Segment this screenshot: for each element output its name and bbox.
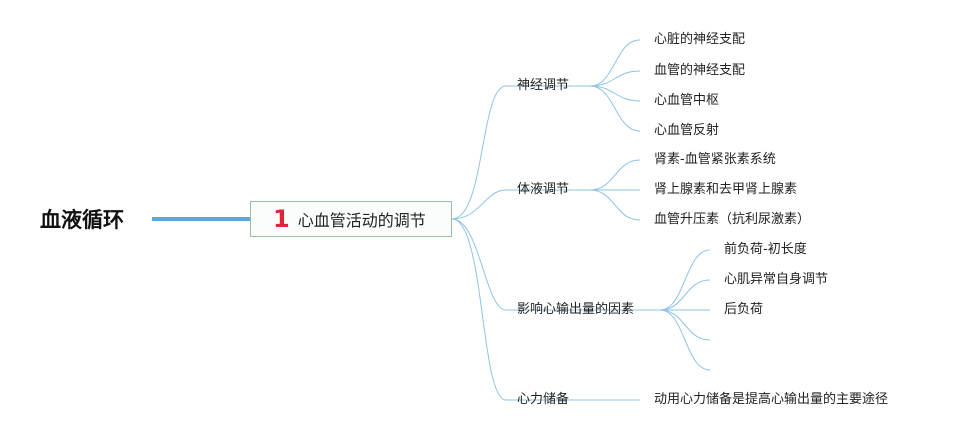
humoral-child-1[interactable]: 肾素-血管紧张素系统 [654, 152, 776, 167]
output-child-2[interactable]: 心肌异常自身调节 [724, 272, 829, 287]
neural-child-1[interactable]: 心脏的神经支配 [654, 32, 746, 47]
connector-hub-neural [451, 85, 507, 220]
hub-number: 1 [273, 205, 290, 233]
humoral-child-3[interactable]: 血管升压素（抗利尿激素） [654, 212, 811, 227]
neural-child-4[interactable]: 心血管反射 [654, 123, 720, 138]
connector-humoral-1 [589, 159, 641, 191]
neural-child-3[interactable]: 心血管中枢 [654, 93, 720, 108]
branch-neural[interactable]: 神经调节 [517, 78, 570, 93]
branch-output[interactable]: 影响心输出量的因素 [517, 302, 635, 317]
neural-child-2[interactable]: 血管的神经支配 [654, 63, 746, 78]
connector-neural-2 [589, 70, 641, 87]
connector-neural-1 [589, 39, 641, 87]
output-child-3[interactable]: 后负荷 [724, 302, 764, 317]
connector-hub-humoral [451, 189, 507, 220]
connector-output-1 [659, 249, 711, 311]
hub-label: 心血管活动的调节 [297, 211, 426, 230]
branch-humoral[interactable]: 体液调节 [517, 182, 570, 197]
hub-topic[interactable]: 1 心血管活动的调节 [250, 201, 452, 237]
humoral-child-2[interactable]: 肾上腺素和去甲肾上腺素 [654, 182, 798, 197]
branch-reserve[interactable]: 心力储备 [517, 392, 570, 407]
reserve-child-1[interactable]: 动用心力储备是提高心输出量的主要途径 [654, 392, 889, 407]
connector-neural-4 [589, 85, 641, 132]
connector-hub-reserve [451, 218, 507, 401]
output-child-1[interactable]: 前负荷-初长度 [724, 242, 807, 257]
connector-output-2 [659, 279, 711, 311]
connector-output-5 [659, 309, 711, 371]
connector-output-4 [659, 309, 711, 341]
root-topic[interactable]: 血液循环 [40, 208, 124, 232]
connector-neural-3 [589, 85, 641, 102]
connector-hub-output [451, 218, 507, 311]
connector-humoral-3 [589, 189, 641, 221]
